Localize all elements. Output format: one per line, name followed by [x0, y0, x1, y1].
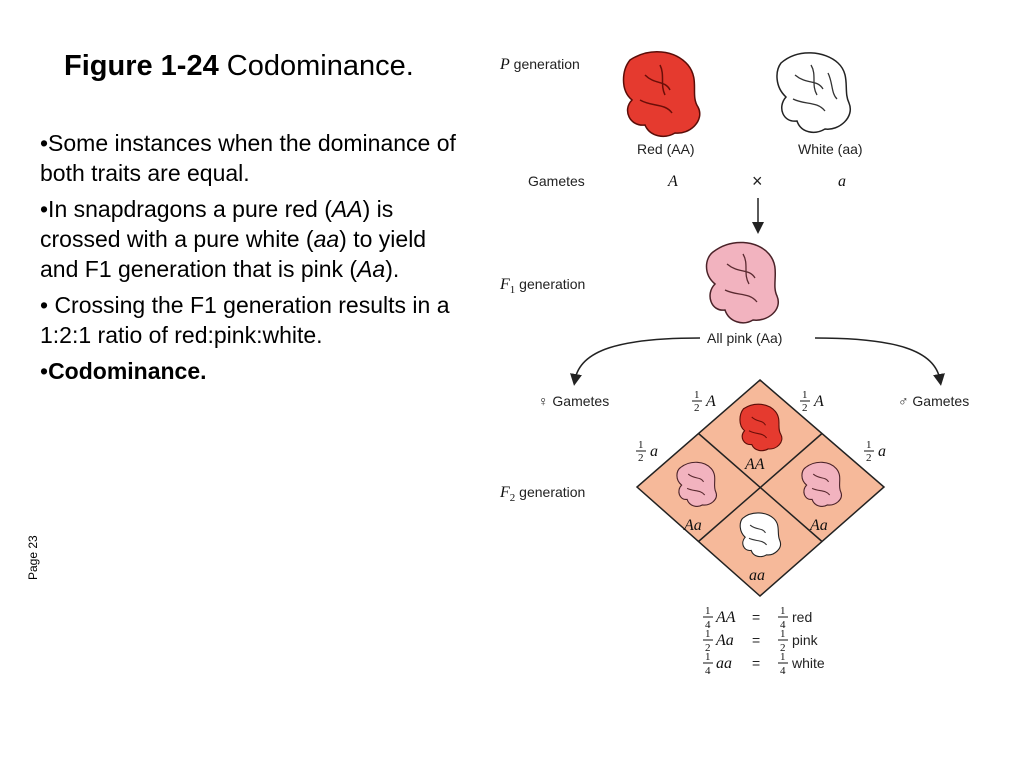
punnett-square — [635, 379, 886, 598]
bullet-text: •In snapdragons a pure red ( — [40, 196, 332, 222]
svg-text:1: 1 — [802, 389, 808, 401]
male-gametes-label: ♂ Gametes — [898, 393, 969, 409]
cell-Aa-left-label: Aa — [683, 517, 702, 534]
fraction-denominator: 4 — [780, 665, 786, 677]
svg-text:1: 1 — [694, 389, 700, 401]
figure-number: Figure 1-24 — [64, 50, 219, 82]
all-pink-label: All pink (Aa) — [707, 330, 782, 346]
female-branch-arrow — [570, 337, 701, 386]
fraction-numerator: 1 — [705, 628, 711, 640]
bullet-text: aa — [313, 226, 340, 252]
red-parent-label: Red (AA) — [637, 141, 695, 157]
red-snapdragon-icon — [739, 403, 783, 452]
red-snapdragon-icon — [622, 51, 701, 138]
bullet-list: •Some instances when the dominance of bo… — [40, 128, 460, 392]
bullet-text: AA — [331, 196, 363, 222]
bullet-text: ). — [385, 256, 400, 282]
svg-text:1: 1 — [638, 439, 644, 451]
svg-text:a: a — [650, 443, 658, 460]
equals-sign: = — [752, 609, 760, 625]
svg-text:2: 2 — [866, 452, 872, 464]
gamete-fraction-top-right: 1 2 A — [800, 389, 824, 414]
svg-text:2: 2 — [802, 402, 808, 414]
fraction-denominator: 4 — [705, 665, 711, 677]
genotype: AA — [715, 609, 736, 626]
cross-symbol: × — [752, 171, 763, 191]
fraction-denominator: 2 — [705, 642, 711, 654]
fraction-denominator: 2 — [780, 642, 786, 654]
fraction-denominator: 4 — [780, 619, 786, 631]
male-branch-arrow — [814, 337, 945, 386]
f2-generation-label: F2 generation — [499, 484, 585, 504]
bullet-text: • Crossing the F1 generation results in … — [40, 292, 450, 348]
cell-AA-label: AA — [744, 456, 765, 473]
result-row: 1 4 aa = 1 4 white — [703, 651, 825, 677]
bullet-item: •Codominance. — [40, 356, 460, 386]
phenotype: white — [791, 655, 825, 671]
svg-text:a: a — [878, 443, 886, 460]
svg-text:1: 1 — [866, 439, 872, 451]
slide-title: Figure 1-24 Codominance. — [64, 50, 414, 83]
bullet-text: ) is crossed with a pure white ( — [40, 196, 394, 252]
bullet-text: •Some instances when the dominance of bo… — [40, 130, 456, 186]
fraction-numerator: 1 — [780, 651, 786, 663]
white-snapdragon-icon — [776, 52, 852, 134]
equals-sign: = — [752, 655, 760, 671]
bullet-text: ) to yield and F1 generation that is pin… — [40, 226, 427, 282]
svg-text:A: A — [705, 393, 716, 410]
svg-text:2: 2 — [638, 452, 644, 464]
bullet-text: Aa — [357, 256, 386, 282]
fraction-denominator: 4 — [705, 619, 711, 631]
bullet-item: •Some instances when the dominance of bo… — [40, 128, 460, 188]
cell-Aa-right-label: Aa — [809, 517, 828, 534]
fraction-numerator: 1 — [780, 605, 786, 617]
equals-sign: = — [752, 632, 760, 648]
figure-caption: Codominance. — [218, 50, 414, 82]
gamete-fraction-left: 1 2 a — [636, 439, 658, 464]
gametes-label: Gametes — [528, 173, 585, 189]
white-parent-label: White (aa) — [798, 141, 863, 157]
phenotype: red — [792, 609, 812, 625]
white-snapdragon-icon — [739, 512, 782, 558]
fraction-numerator: 1 — [705, 605, 711, 617]
result-row: 1 4 AA = 1 4 red — [703, 605, 812, 631]
phenotype: pink — [792, 632, 819, 648]
svg-text:A: A — [813, 393, 824, 410]
genotype: Aa — [715, 632, 734, 649]
fraction-numerator: 1 — [780, 628, 786, 640]
gamete-A: A — [667, 173, 678, 190]
bullet-item: •In snapdragons a pure red (AA) is cross… — [40, 194, 460, 284]
p-generation-label: P generation — [499, 56, 580, 73]
svg-text:2: 2 — [694, 402, 700, 414]
genotype: aa — [716, 655, 732, 672]
female-gametes-label: ♀ Gametes — [538, 393, 609, 409]
bullet-text: • — [40, 358, 49, 384]
bullet-text: Codominance. — [48, 358, 207, 384]
pink-snapdragon-icon — [705, 241, 780, 324]
gamete-fraction-top-left: 1 2 A — [692, 389, 716, 414]
cell-aa-label: aa — [749, 567, 765, 584]
pink-snapdragon-icon — [676, 461, 717, 507]
gamete-fraction-right: 1 2 a — [864, 439, 886, 464]
result-row: 1 2 Aa = 1 2 pink — [703, 628, 819, 654]
f1-generation-label: F1 generation — [499, 276, 585, 296]
fraction-numerator: 1 — [705, 651, 711, 663]
bullet-item: • Crossing the F1 generation results in … — [40, 290, 460, 350]
pink-snapdragon-icon — [801, 461, 842, 507]
gamete-a: a — [838, 173, 846, 190]
